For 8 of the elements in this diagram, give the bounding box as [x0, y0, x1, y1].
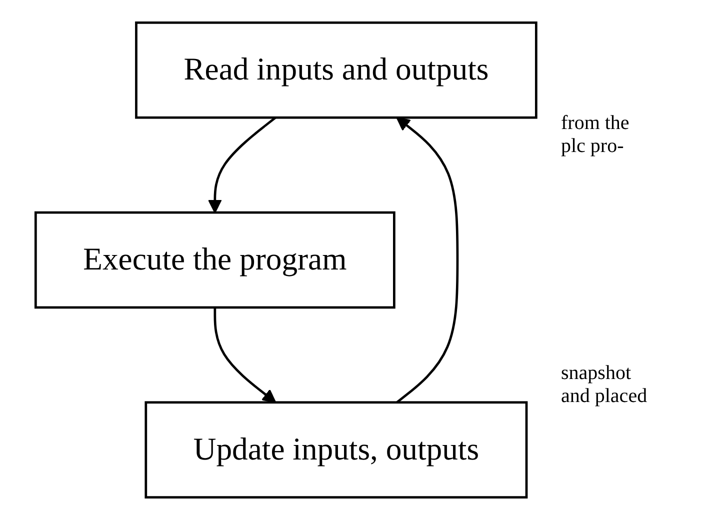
node-box: Execute the program [34, 211, 395, 309]
arrow [396, 116, 458, 404]
note-text: snapshot and placed [561, 362, 648, 408]
node-box: Update inputs, outputs [144, 401, 528, 499]
node-box: Read inputs and outputs [134, 21, 537, 119]
note-text: from the plc pro- [561, 112, 630, 158]
arrow [208, 116, 276, 214]
arrow [213, 307, 276, 404]
